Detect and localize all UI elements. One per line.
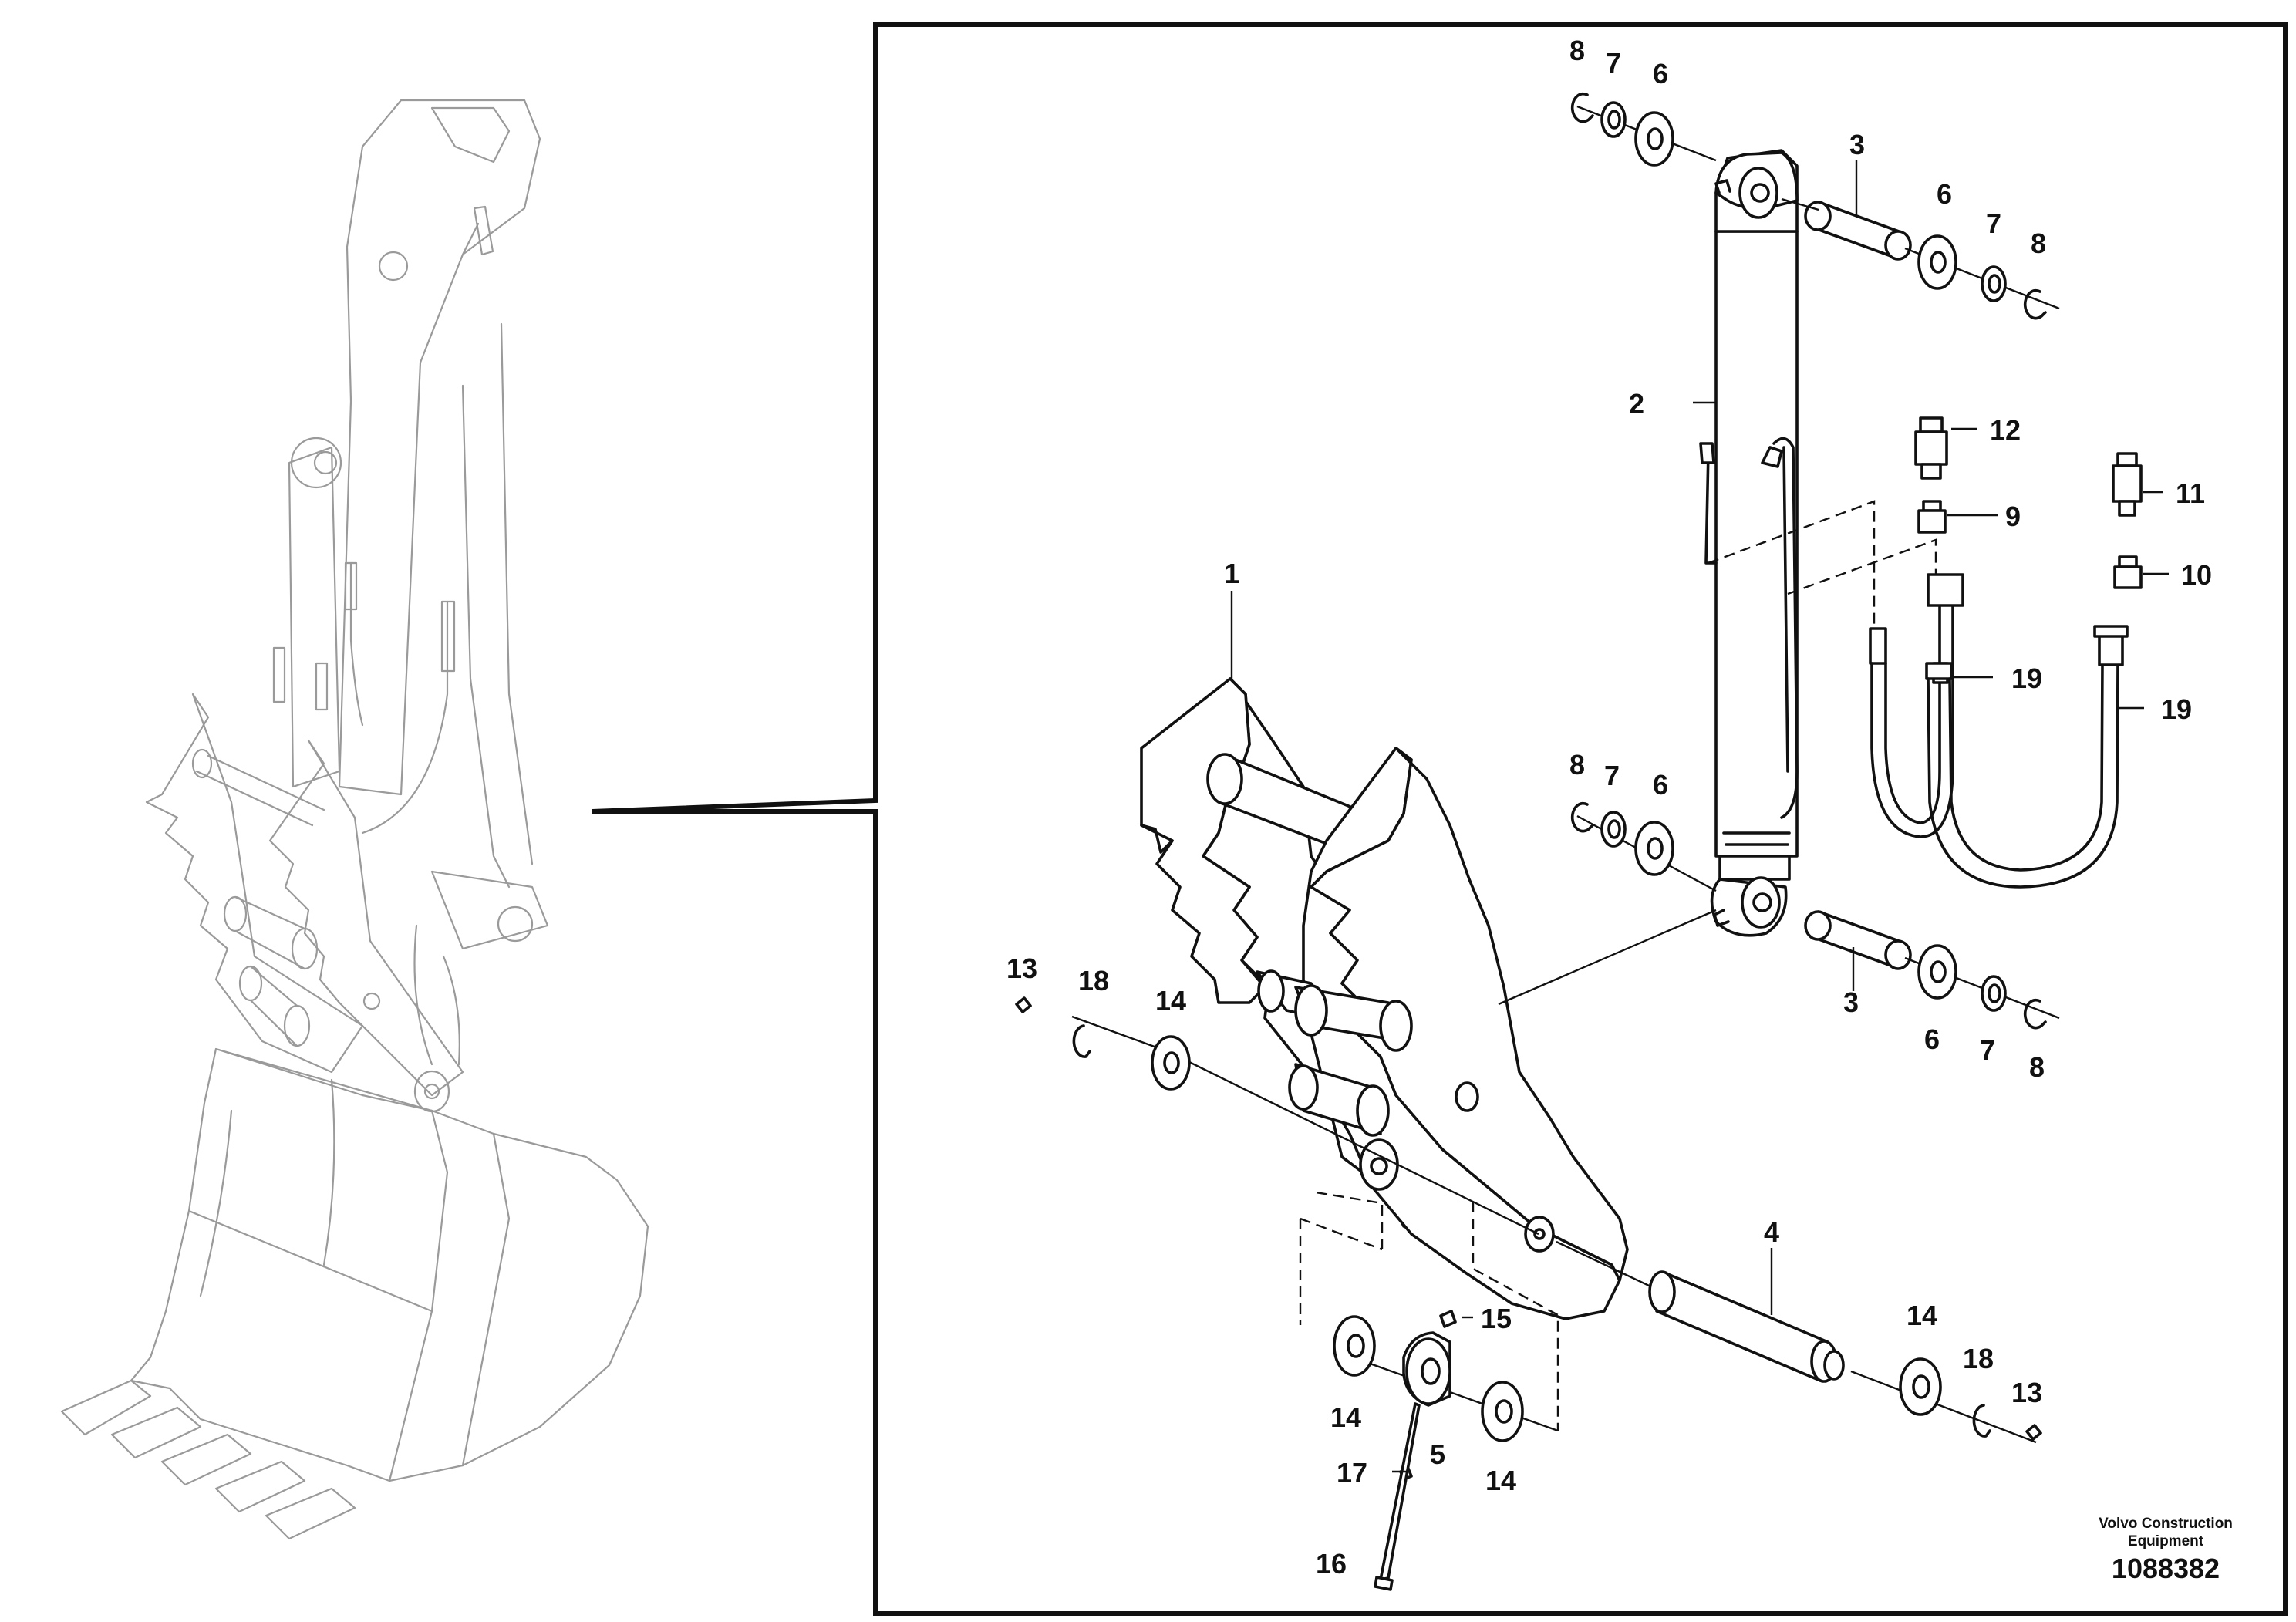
callout-6-c: 6: [1653, 769, 1668, 801]
thumb-cylinder: [1699, 149, 1799, 937]
callout-6-d: 6: [1924, 1023, 1940, 1055]
callout-14-d: 14: [1907, 1300, 1937, 1331]
cylinder-pin-bottom: [1804, 910, 1912, 970]
callout-13-b: 13: [2011, 1377, 2042, 1408]
callout-14-a: 14: [1155, 985, 1186, 1017]
callout-13-a: 13: [1006, 953, 1037, 984]
callout-15: 15: [1481, 1303, 1512, 1334]
callout-18-a: 18: [1078, 965, 1109, 996]
callout-17: 17: [1337, 1457, 1367, 1489]
callout-8-c: 8: [1569, 749, 1585, 781]
callout-8-b: 8: [2031, 228, 2046, 259]
pin-hardware-top: [1570, 92, 2060, 320]
callout-16: 16: [1316, 1548, 1347, 1580]
callout-14-b: 14: [1330, 1401, 1361, 1433]
pin-hardware-bottom: [1570, 801, 2060, 1030]
callout-14-c: 14: [1485, 1465, 1516, 1496]
brand-name-line2: Equipment: [2128, 1533, 2204, 1549]
callout-6-a: 6: [1653, 58, 1668, 89]
callout-3-bottom: 3: [1843, 986, 1859, 1018]
callout-labels: 1 2 3 3 4 5 6 6 6 6 7 7 7 7 8 8 8 8 9 10…: [1006, 35, 2212, 1580]
hydraulic-hoses: [1708, 416, 2143, 889]
overview-excavator-arm: [60, 99, 649, 1540]
callout-4: 4: [1764, 1216, 1779, 1248]
thumb-assembly: [1140, 677, 1717, 1320]
document-number: 1088382: [2112, 1553, 2220, 1584]
callout-3-top: 3: [1849, 129, 1865, 160]
callout-9: 9: [2005, 501, 2021, 532]
callout-leaders: [1230, 160, 2169, 1473]
callout-5: 5: [1430, 1438, 1445, 1470]
cylinder-pin-top: [1804, 201, 1912, 261]
callout-12: 12: [1990, 414, 2021, 446]
callout-19-a: 19: [2011, 663, 2042, 694]
callout-19-b: 19: [2161, 693, 2192, 725]
lower-bushing-hardware: [1299, 1190, 1559, 1591]
callout-8-d: 8: [2029, 1051, 2045, 1083]
callout-18-b: 18: [1963, 1343, 1994, 1374]
callout-7-b: 7: [1986, 207, 2001, 239]
callout-7-a: 7: [1606, 47, 1621, 79]
callout-1: 1: [1224, 558, 1239, 589]
brand-name-line1: Volvo Construction: [2099, 1516, 2233, 1532]
detail-callout-pointer: [592, 22, 2288, 1616]
callout-2: 2: [1629, 388, 1644, 420]
callout-7-c: 7: [1604, 760, 1620, 791]
callout-6-b: 6: [1937, 178, 1952, 210]
callout-10: 10: [2181, 559, 2212, 591]
callout-11: 11: [2176, 477, 2205, 509]
callout-7-d: 7: [1980, 1034, 1995, 1066]
callout-8-a: 8: [1569, 35, 1585, 66]
thumb-main-pin: [1015, 996, 2042, 1444]
